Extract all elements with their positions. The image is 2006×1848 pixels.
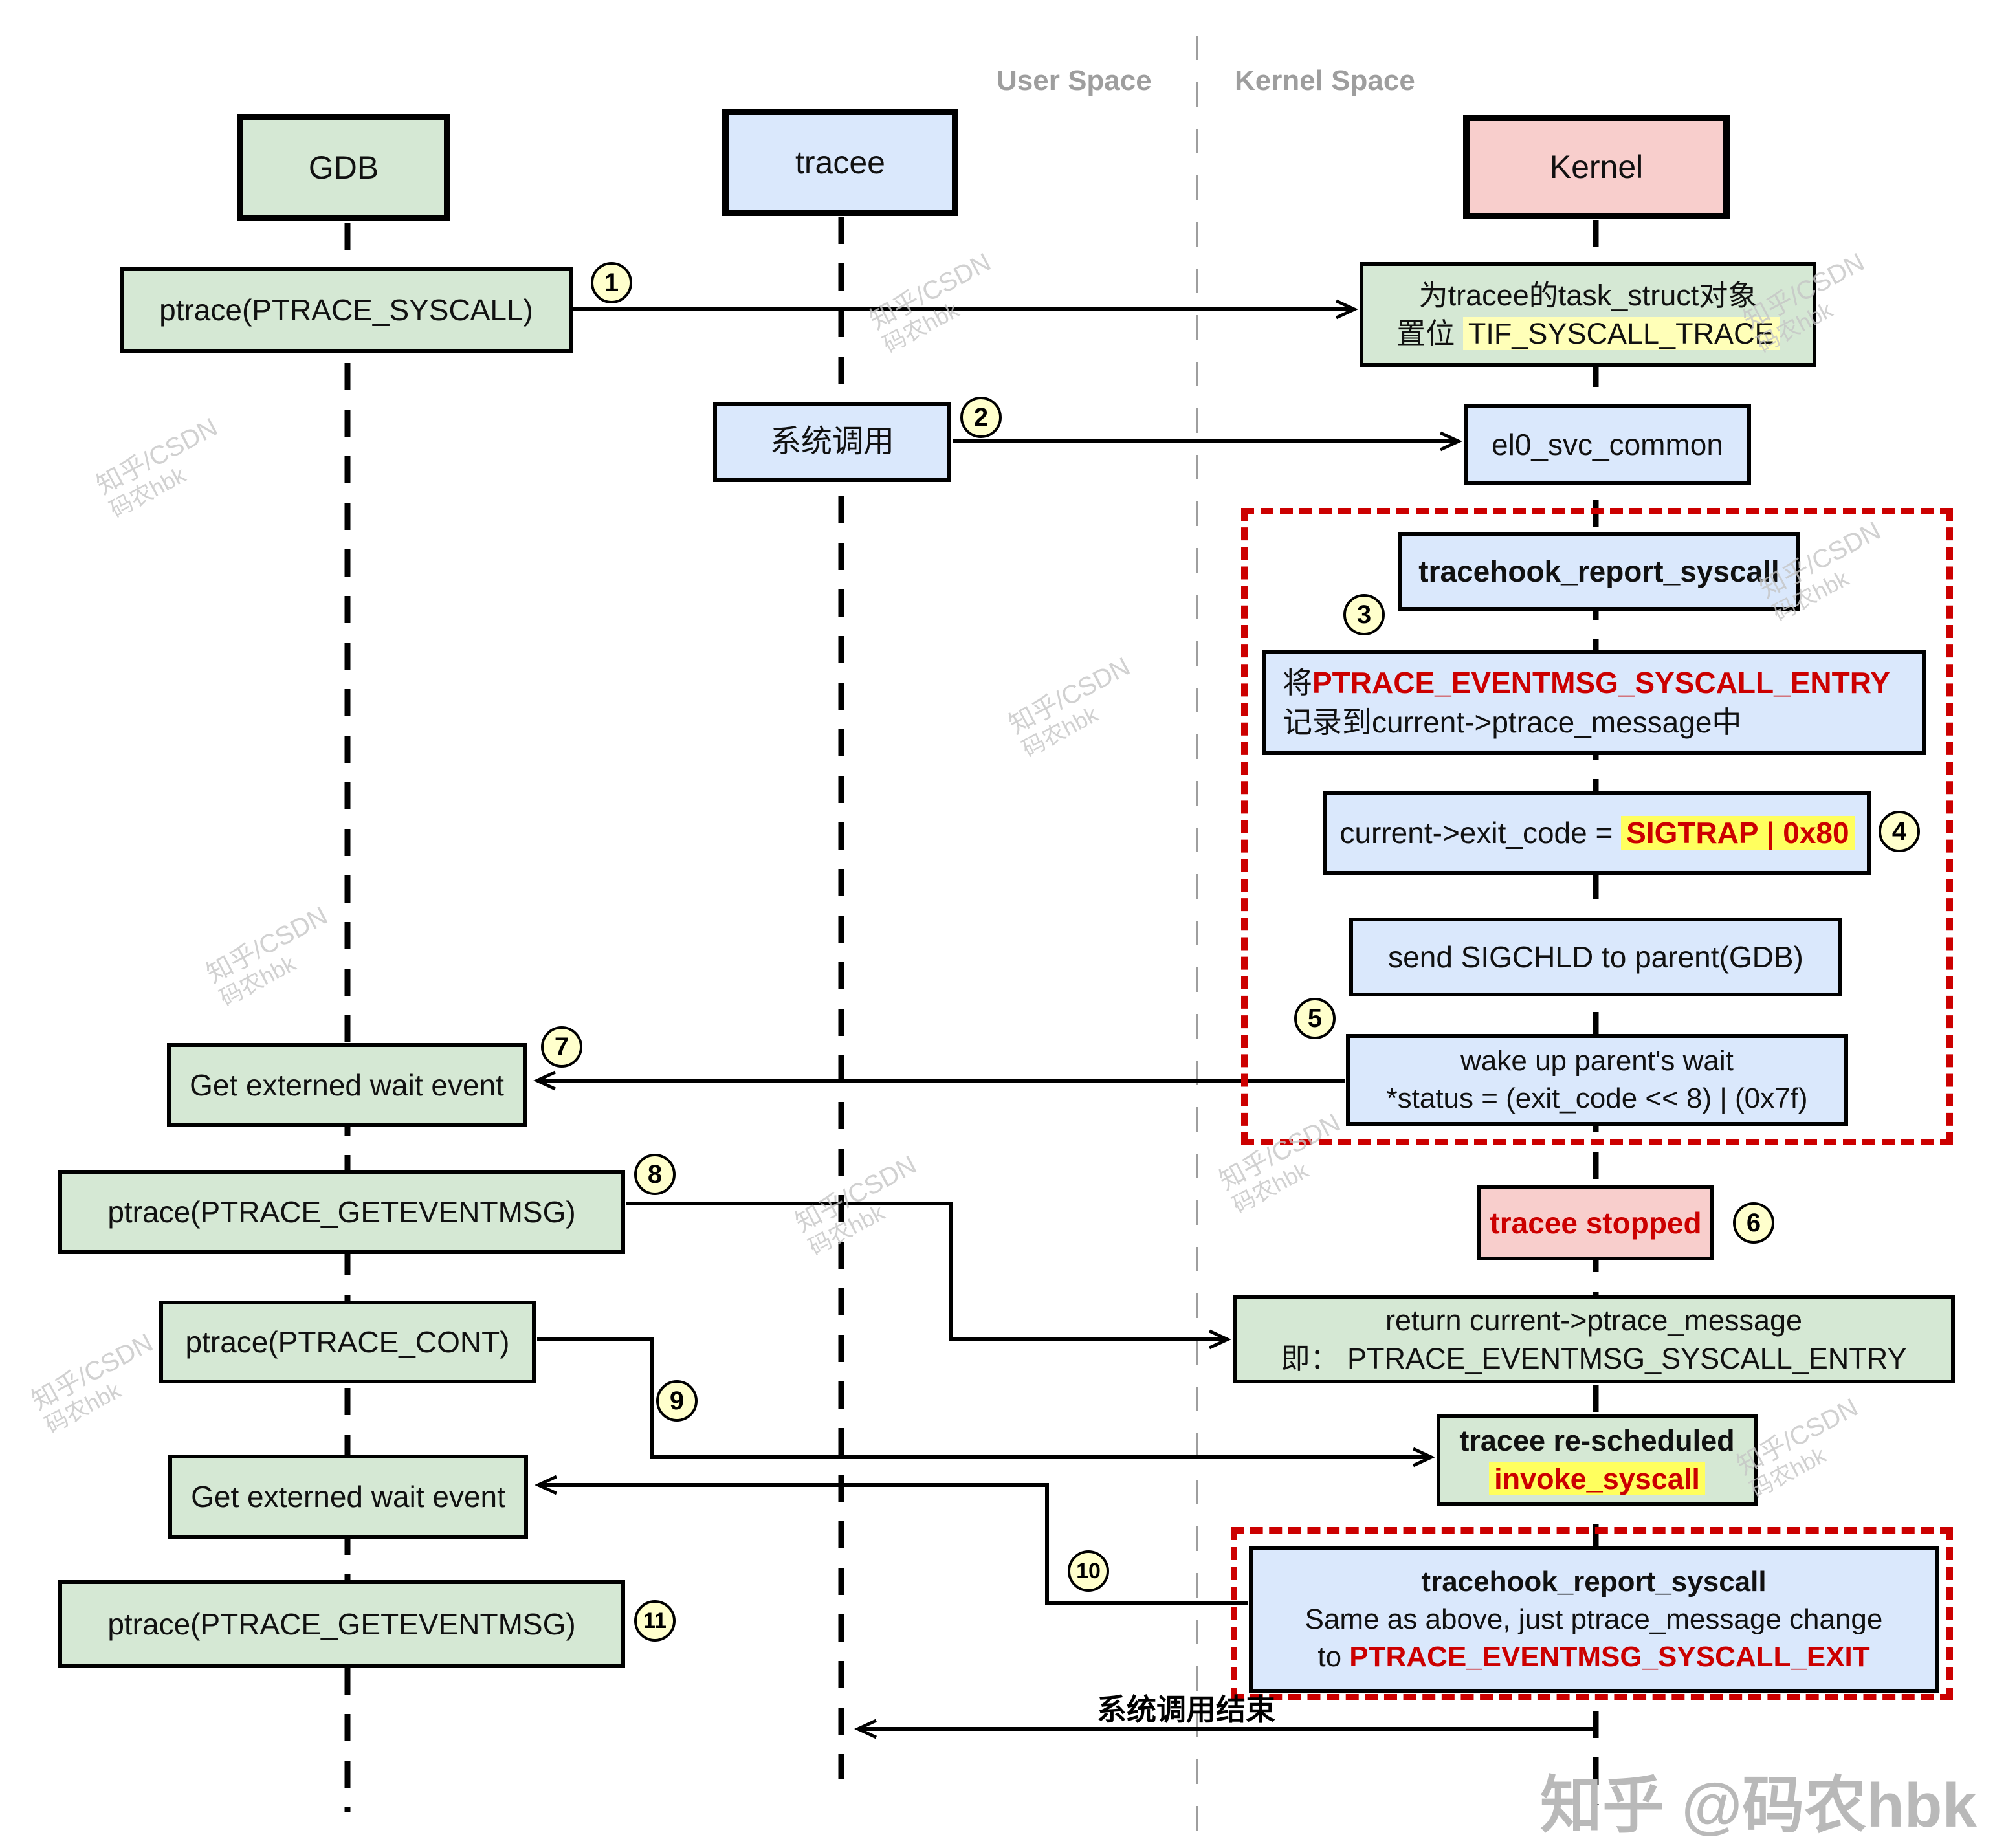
task-struct-line1: 为tracee的task_struct对象: [1418, 278, 1758, 312]
task-struct-line2: 置位 TIF_SYSCALL_TRACE: [1396, 314, 1780, 353]
actor-gdb: GDB: [237, 114, 450, 221]
return-line2: 即： PTRACE_EVENTMSG_SYSCALL_ENTRY: [1281, 1342, 1907, 1375]
actor-tracee: tracee: [722, 109, 958, 216]
step-circle-4: 4: [1879, 811, 1920, 852]
invoke-syscall-highlight: invoke_syscall: [1489, 1462, 1705, 1495]
user-space-label: User Space: [997, 65, 1152, 96]
step-circle-3: 3: [1343, 594, 1385, 635]
box-tracee-stopped: tracee stopped: [1477, 1185, 1714, 1260]
tracehook2-line2: Same as above, just ptrace_message chang…: [1305, 1603, 1883, 1635]
step-circle-8: 8: [634, 1154, 676, 1195]
box-task-struct: 为tracee的task_struct对象 置位 TIF_SYSCALL_TRA…: [1360, 262, 1816, 367]
step-circle-9: 9: [656, 1380, 698, 1422]
box-send-sigchld: send SIGCHLD to parent(GDB): [1349, 918, 1842, 996]
box-tracehook-2: tracehook_report_syscall Same as above, …: [1249, 1546, 1939, 1693]
step-circle-7: 7: [541, 1026, 582, 1068]
box-el0-svc-common: el0_svc_common: [1464, 404, 1751, 485]
exit-code-line: current->exit_code = SIGTRAP | 0x80: [1339, 813, 1855, 853]
red-dashed-region-entry: [1241, 508, 1953, 1145]
exit-code-prefix: current->exit_code =: [1339, 815, 1622, 850]
syscall-end-label: 系统调用结束: [1097, 1693, 1275, 1726]
task-struct-prefix: 置位: [1396, 317, 1463, 350]
sigtrap-highlight: SIGTRAP | 0x80: [1621, 815, 1855, 850]
box-ptrace-cont: ptrace(PTRACE_CONT): [159, 1301, 536, 1383]
actor-kernel: Kernel: [1463, 115, 1730, 219]
box-ptrace-syscall: ptrace(PTRACE_SYSCALL): [120, 267, 573, 353]
red-dashed-region-exit: [1231, 1527, 1953, 1700]
wake-line1: wake up parent's wait: [1460, 1044, 1734, 1077]
return-line1: return current->ptrace_message: [1385, 1303, 1803, 1337]
step-circle-2: 2: [960, 397, 1002, 438]
resched-line2: invoke_syscall: [1489, 1460, 1705, 1498]
tif-syscall-trace-highlight: TIF_SYSCALL_TRACE: [1462, 317, 1780, 350]
tracehook2-flag-red: PTRACE_EVENTMSG_SYSCALL_EXIT: [1349, 1641, 1870, 1673]
box-get-wait-event-2: Get externed wait event: [168, 1455, 528, 1539]
box-return-ptrace-message: return current->ptrace_message 即： PTRACE…: [1233, 1295, 1955, 1383]
box-get-wait-event-1: Get externed wait event: [167, 1043, 527, 1127]
box-ptrace-geteventmsg-2: ptrace(PTRACE_GETEVENTMSG): [58, 1580, 625, 1668]
box-exit-code: current->exit_code = SIGTRAP | 0x80: [1323, 791, 1871, 875]
wake-line2: *status = (exit_code << 8) | (0x7f): [1386, 1083, 1808, 1114]
step-circle-6: 6: [1733, 1202, 1774, 1244]
step-circle-10: 10: [1068, 1550, 1109, 1592]
step-circle-5: 5: [1294, 998, 1336, 1039]
box-syscall-cn: 系统调用: [713, 402, 951, 482]
tracehook2-prefix: to: [1317, 1641, 1350, 1673]
entry-line2: 记录到current->ptrace_message中: [1283, 705, 1742, 739]
arrow-step10: [535, 1475, 1248, 1605]
tracehook2-line1: tracehook_report_syscall: [1421, 1565, 1767, 1598]
box-tracehook-1: tracehook_report_syscall: [1398, 532, 1800, 611]
box-tracee-rescheduled: tracee re-scheduled invoke_syscall: [1437, 1414, 1758, 1506]
resched-line1: tracee re-scheduled: [1459, 1424, 1735, 1457]
box-ptrace-message-entry: 将PTRACE_EVENTMSG_SYSCALL_ENTRY 记录到curren…: [1262, 650, 1926, 755]
arrow-step8: [626, 1202, 1231, 1350]
box-wake-up-wait: wake up parent's wait *status = (exit_co…: [1346, 1034, 1848, 1126]
footer-watermark: 知乎 @码农hbk: [1540, 1771, 1977, 1840]
entry-flag-red: PTRACE_EVENTMSG_SYSCALL_ENTRY: [1312, 666, 1890, 700]
step-circle-1: 1: [591, 262, 632, 303]
step-circle-11: 11: [634, 1600, 676, 1642]
box-ptrace-geteventmsg-1: ptrace(PTRACE_GETEVENTMSG): [58, 1170, 625, 1254]
tracehook2-line3: to PTRACE_EVENTMSG_SYSCALL_EXIT: [1317, 1638, 1869, 1676]
kernel-space-label: Kernel Space: [1235, 65, 1415, 96]
arrow-step9: [537, 1337, 1435, 1468]
entry-line1: 将PTRACE_EVENTMSG_SYSCALL_ENTRY: [1283, 663, 1890, 703]
entry-prefix: 将: [1283, 666, 1312, 700]
